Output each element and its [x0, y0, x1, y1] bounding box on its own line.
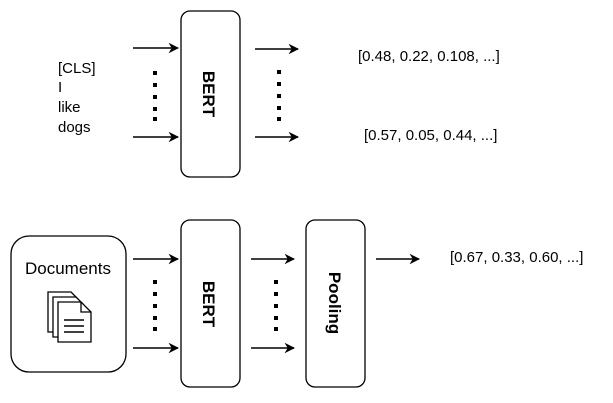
pooling-label: Pooling [325, 272, 344, 334]
bert-block-bottom: BERT [180, 219, 241, 388]
token-i: I [58, 79, 62, 96]
ellipsis-dots-output-top [277, 70, 281, 121]
bert-label-top: BERT [199, 71, 218, 118]
output-vector-bottom: [0.67, 0.33, 0.60, ...] [450, 249, 583, 266]
ellipsis-dots-input-top [153, 71, 157, 121]
ellipsis-dots-mid-bottom [274, 280, 278, 331]
bert-block-top: BERT [180, 10, 241, 178]
documents-label: Documents [25, 259, 111, 278]
documents-block: Documents [10, 235, 127, 373]
input-tokens: [CLS] I like dogs [58, 60, 96, 136]
pooling-block: Pooling [305, 219, 366, 388]
token-cls: [CLS] [58, 60, 96, 77]
documents-icon [47, 291, 92, 343]
token-dogs: dogs [58, 119, 91, 136]
bert-label-bottom: BERT [199, 281, 218, 328]
token-like: like [58, 99, 81, 116]
ellipsis-dots-input-bottom [153, 280, 157, 331]
output-vector-top-2: [0.57, 0.05, 0.44, ...] [364, 127, 497, 144]
output-vector-top-1: [0.48, 0.22, 0.108, ...] [358, 48, 500, 65]
